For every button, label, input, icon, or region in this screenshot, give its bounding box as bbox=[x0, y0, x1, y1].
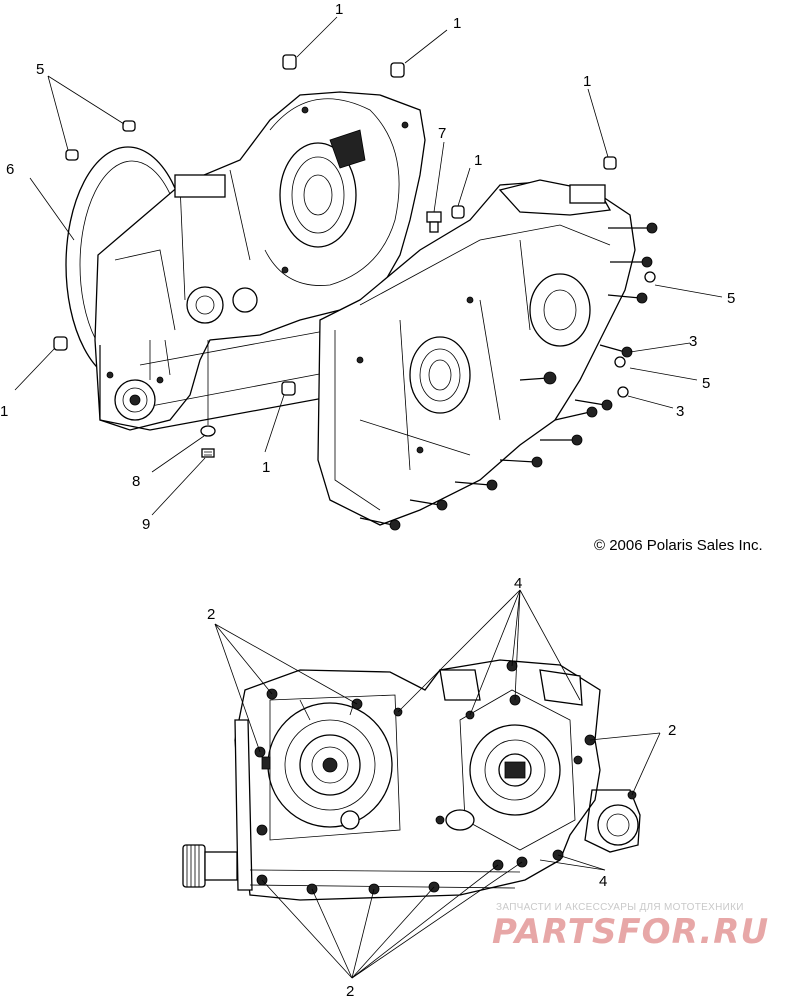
watermark-tagline: ЗАПЧАСТИ И АКСЕССУАРЫ ДЛЯ МОТОТЕХНИКИ bbox=[496, 902, 744, 913]
callout-3: 3 bbox=[676, 403, 684, 420]
callout-1: 1 bbox=[262, 459, 270, 476]
callout-2: 2 bbox=[207, 606, 215, 623]
dowel-pin bbox=[451, 205, 465, 219]
watermark-logo: PARTSFOR.RU bbox=[492, 912, 770, 952]
callout-5: 5 bbox=[36, 61, 44, 78]
bottom-callout-labels: 2 2 2 4 4 bbox=[207, 575, 676, 998]
callout-7: 7 bbox=[438, 125, 446, 142]
dowel-pin bbox=[282, 54, 297, 70]
left-crankcase-half bbox=[65, 91, 426, 431]
plug bbox=[201, 448, 215, 458]
dowel-pin bbox=[281, 381, 296, 396]
callout-9: 9 bbox=[142, 516, 150, 533]
bottom-leader-lines bbox=[214, 589, 661, 979]
dowel-pin bbox=[603, 156, 617, 170]
callout-4: 4 bbox=[599, 873, 607, 890]
callout-1: 1 bbox=[335, 1, 343, 18]
crankcase-bolts bbox=[356, 222, 658, 531]
callout-1: 1 bbox=[453, 15, 461, 32]
callout-5: 5 bbox=[702, 375, 710, 392]
callout-2: 2 bbox=[346, 983, 354, 998]
callout-1: 1 bbox=[0, 403, 8, 420]
callout-3: 3 bbox=[689, 333, 697, 350]
bolt bbox=[122, 120, 136, 132]
dowel-pin bbox=[390, 62, 405, 78]
callout-4: 4 bbox=[514, 575, 522, 592]
sealing-washer bbox=[200, 425, 216, 437]
right-crankcase-half bbox=[317, 179, 658, 531]
callout-6: 6 bbox=[6, 161, 14, 178]
dowel-pin bbox=[53, 336, 68, 351]
callout-2: 2 bbox=[668, 722, 676, 739]
callout-5: 5 bbox=[727, 290, 735, 307]
callout-1: 1 bbox=[474, 152, 482, 169]
top-leader-lines bbox=[14, 16, 723, 516]
drain-plug bbox=[426, 211, 442, 233]
callout-1: 1 bbox=[583, 73, 591, 90]
top-callout-labels: 1 1 1 1 1 1 5 5 5 6 7 3 3 8 9 bbox=[0, 1, 735, 533]
callout-8: 8 bbox=[132, 473, 140, 490]
copyright-notice: © 2006 Polaris Sales Inc. bbox=[594, 537, 763, 554]
bolt bbox=[65, 149, 79, 161]
assembled-crankcase bbox=[182, 659, 641, 901]
